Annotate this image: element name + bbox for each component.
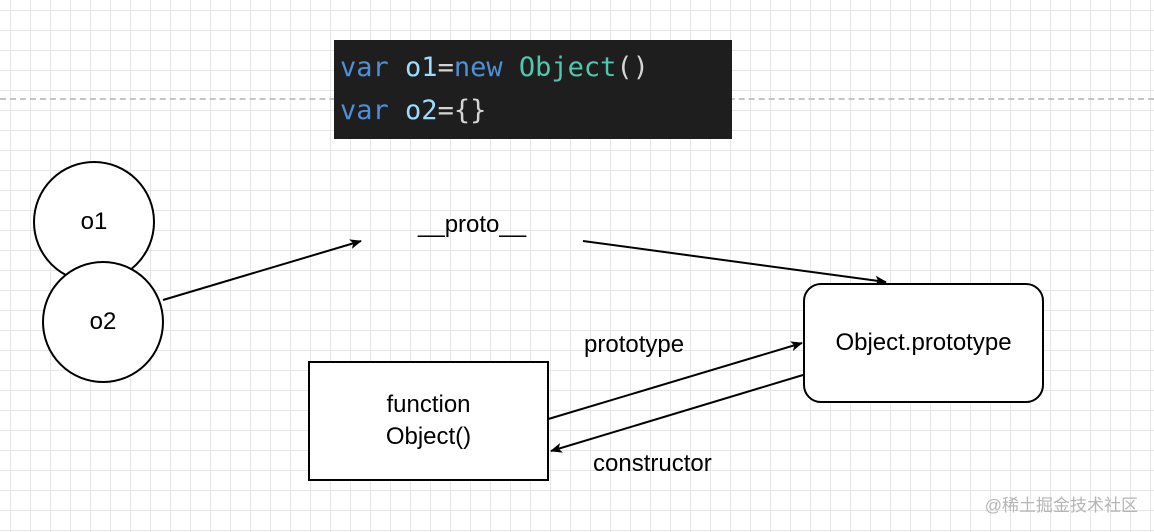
code-identifier: o2: [405, 95, 438, 126]
edge-label-prototype: prototype: [584, 331, 685, 358]
code-operator: =: [437, 52, 454, 83]
function-label-line2: Object(): [385, 423, 472, 450]
code-identifier: o1: [405, 52, 438, 83]
node-o1: o1: [33, 161, 155, 283]
watermark: @稀土掘金技术社区: [984, 496, 1138, 515]
node-object-prototype: Object.prototype: [803, 283, 1044, 403]
node-o2-label: o2: [89, 308, 117, 335]
edge-label-constructor: constructor: [593, 450, 712, 477]
code-operator: ={}: [437, 95, 487, 126]
code-keyword: new: [453, 52, 503, 83]
code-parens: (): [616, 52, 649, 83]
code-keyword: var: [340, 52, 389, 83]
edge-label-proto: __proto__: [418, 211, 527, 238]
arrow-constructor: [550, 374, 804, 453]
arrow-prototype: [544, 341, 803, 421]
node-o2: o2: [42, 261, 164, 383]
arrow-o2-to-proto: [162, 239, 362, 301]
node-o1-label: o1: [80, 208, 108, 235]
arrow-proto-to-object-prototype: [582, 240, 887, 286]
object-prototype-label: Object.prototype: [835, 329, 1012, 356]
code-keyword: var: [340, 95, 389, 126]
function-label-line1: function: [386, 391, 471, 418]
code-class-name: Object: [518, 52, 617, 83]
code-line-2: var o2={}: [340, 89, 732, 132]
code-snippet: var o1=new Object()var o2={}: [334, 40, 732, 139]
node-function-object: function Object(): [308, 361, 549, 481]
code-line-1: var o1=new Object(): [340, 46, 732, 89]
